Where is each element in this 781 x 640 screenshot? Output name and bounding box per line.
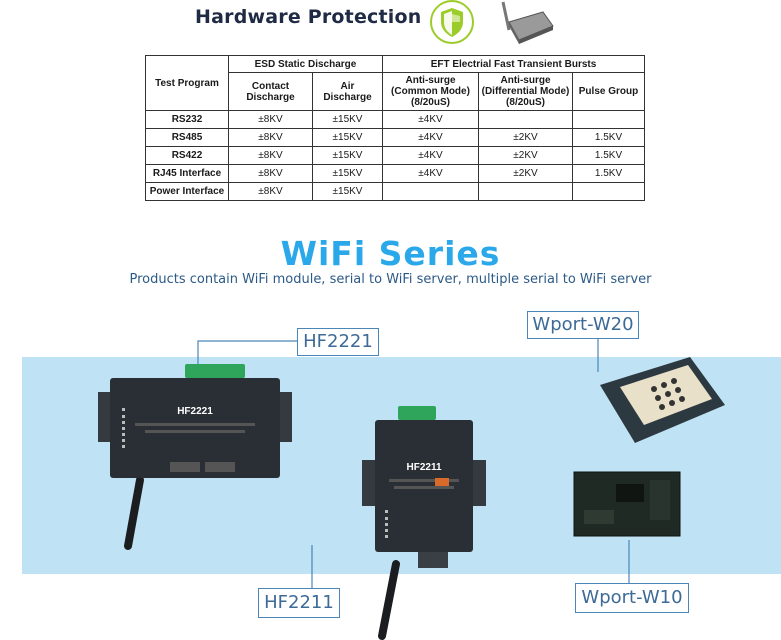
- antenna-icon: [124, 478, 144, 550]
- header-contact-discharge: Contact Discharge: [228, 72, 313, 111]
- label-wport-w10: Wport-W10: [575, 583, 689, 613]
- device-model-text: HF2221: [177, 406, 213, 417]
- hf2221-device: HF2221: [110, 378, 280, 478]
- mount-ear-right: [278, 392, 292, 442]
- table-row: Power Interface ±8KV ±15KV: [145, 182, 645, 201]
- air-value: ±15KV: [312, 182, 383, 201]
- protection-spec-table: Test Program ESD Static Discharge EFT El…: [145, 55, 645, 201]
- mount-ear-right: [472, 460, 486, 506]
- terminal-block: [185, 364, 245, 378]
- table-row: RS422 ±8KV ±15KV ±4KV ±2KV 1.5KV: [145, 146, 645, 165]
- shield-icon: [430, 0, 474, 44]
- device-model-text: HF2211: [406, 462, 442, 473]
- label-hf2221: HF2221: [297, 328, 379, 356]
- section-subtitle: Products contain WiFi module, serial to …: [129, 272, 652, 287]
- label-hf2211: HF2211: [258, 588, 340, 618]
- table-row: RS232 ±8KV ±15KV ±4KV: [145, 110, 645, 129]
- wport-w10-module: [573, 471, 681, 537]
- contact-value: ±8KV: [228, 182, 313, 201]
- pulse-value: [572, 182, 645, 201]
- row-name: Power Interface: [145, 182, 229, 201]
- label-wport-w20: Wport-W20: [527, 311, 639, 339]
- page-title: Hardware Protection: [195, 6, 422, 28]
- mount-ear-left: [362, 460, 376, 506]
- hf2211-device: HF2211: [375, 420, 473, 552]
- mount-ear-left: [98, 392, 112, 442]
- section-title: WiFi Series: [280, 234, 501, 273]
- terminal-block: [398, 406, 436, 420]
- header-air-discharge: Air Discharge: [312, 72, 383, 111]
- header-differential-mode: Anti-surge (Differential Mode) (8/20uS): [478, 72, 573, 111]
- wport-w20-module: [600, 357, 725, 443]
- router-icon: [495, 0, 555, 45]
- serial-port: [418, 552, 448, 568]
- table-row: RS485 ±8KV ±15KV ±4KV ±2KV 1.5KV: [145, 128, 645, 147]
- header-pulse-group: Pulse Group: [572, 72, 645, 111]
- antenna-icon: [378, 560, 400, 640]
